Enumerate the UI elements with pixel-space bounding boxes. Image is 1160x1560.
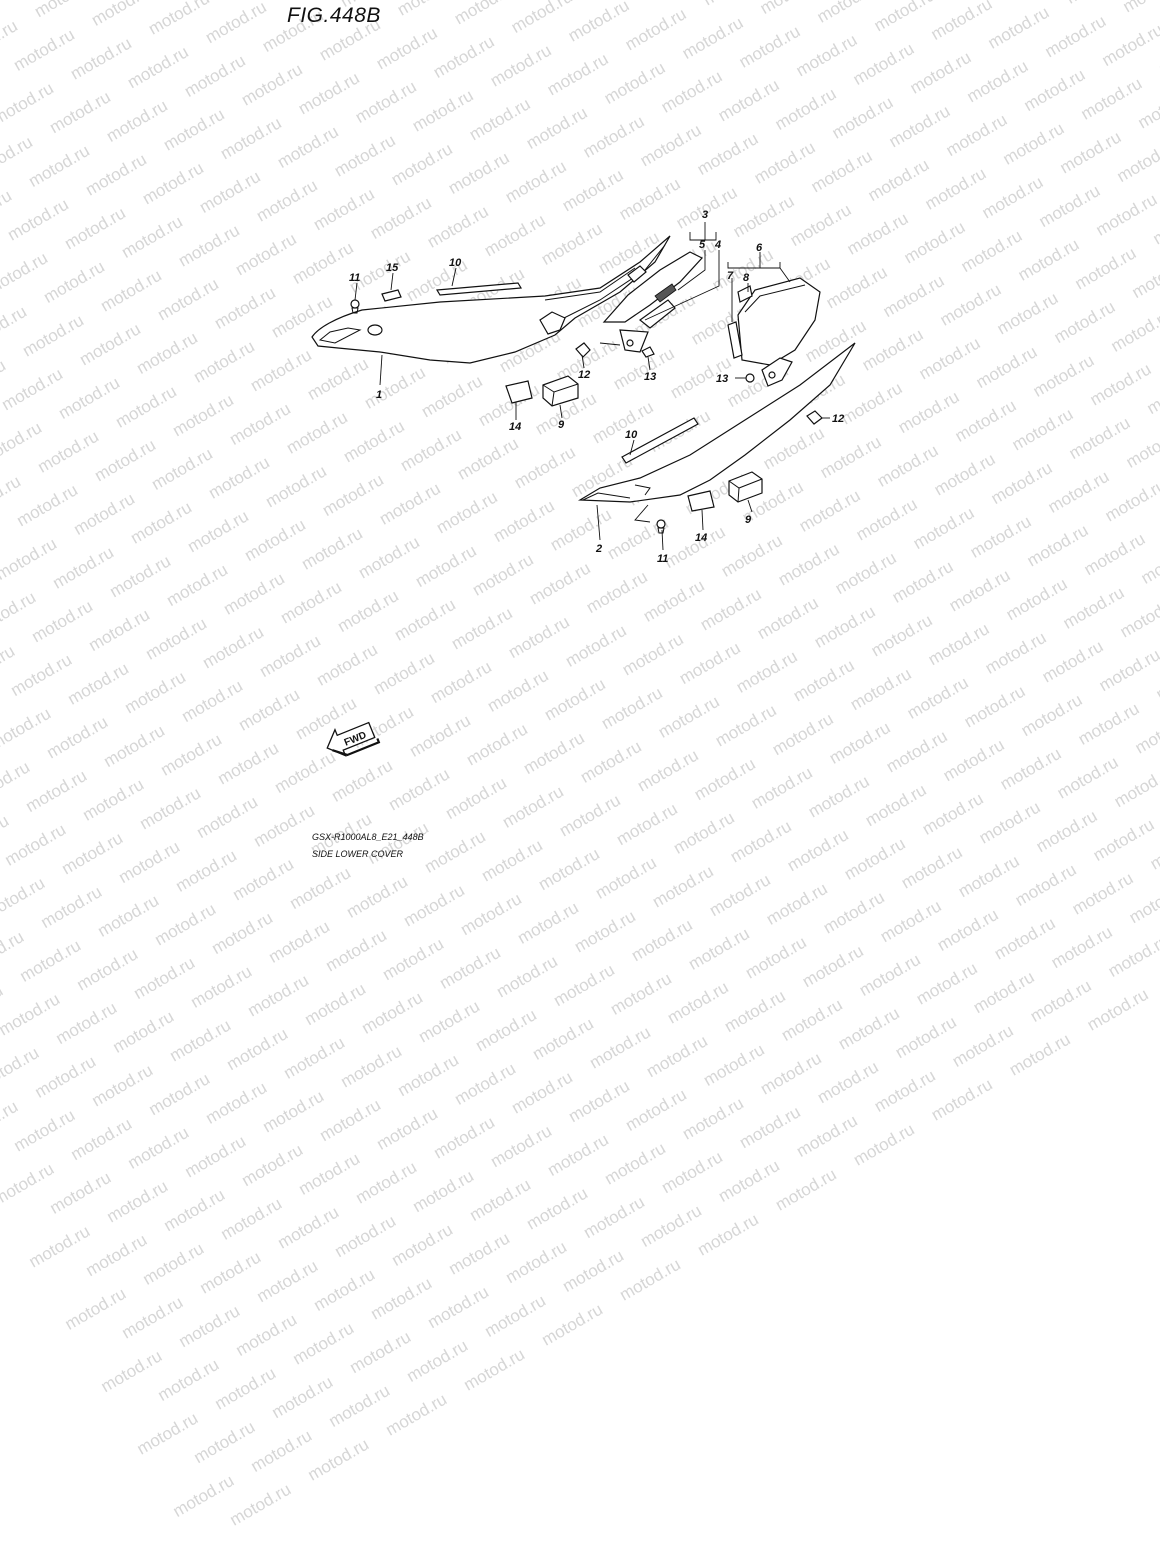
callout-7: 7 [727, 270, 734, 282]
callout-2: 2 [595, 543, 602, 555]
callout-11-upper: 11 [349, 272, 360, 284]
bracket-assembly-3 [602, 251, 703, 353]
screw-11-lower [656, 519, 666, 534]
callout-3: 3 [702, 209, 708, 221]
callout-14-upper: 14 [509, 421, 521, 433]
parts-drawing: 11 15 10 1 12 14 9 13 3 5 4 6 7 8 13 12 … [311, 209, 856, 757]
nut-12-upper [575, 342, 591, 358]
callout-1: 1 [376, 389, 382, 401]
trim-strip-lower [621, 417, 699, 464]
block-9-lower [728, 471, 763, 503]
trim-strip-upper [435, 282, 523, 296]
cushion-15 [381, 289, 402, 302]
bolt-13-upper [641, 346, 655, 358]
callout-13-upper: 13 [644, 371, 656, 383]
callout-10-lower: 10 [625, 429, 638, 441]
callout-13-lower: 13 [716, 373, 728, 385]
cover-assembly-6 [727, 277, 821, 387]
callout-6: 6 [756, 242, 763, 254]
footer-figure-name: SIDE LOWER COVER [312, 849, 404, 859]
callout-11-lower: 11 [657, 553, 668, 565]
callout-10-upper: 10 [449, 257, 462, 269]
callout-15: 15 [386, 262, 399, 274]
block-9-upper [542, 375, 579, 407]
pad-14-upper [505, 380, 533, 404]
callout-12-upper: 12 [578, 369, 590, 381]
callout-14-lower: 14 [695, 532, 707, 544]
callout-12-lower: 12 [832, 413, 844, 425]
screw-11-upper [350, 299, 360, 314]
footer-model-code: GSX-R1000AL8_E21_448B [312, 832, 424, 842]
figure-title: FIG.448B [287, 4, 381, 27]
callout-9-lower: 9 [745, 514, 752, 526]
bolt-13-lower [745, 373, 755, 383]
callout-4: 4 [714, 239, 721, 251]
callout-labels: 11 15 10 1 12 14 9 13 3 5 4 6 7 8 13 12 … [349, 209, 844, 565]
forward-arrow: FWD [326, 721, 381, 757]
pad-14-lower [687, 490, 715, 512]
callout-5: 5 [699, 239, 706, 251]
leader-lines [354, 222, 830, 551]
callout-9-upper: 9 [558, 419, 565, 431]
callout-8: 8 [743, 272, 750, 284]
side-lower-cover-left [311, 235, 671, 364]
nut-12-lower [806, 410, 823, 425]
side-lower-cover-right [577, 342, 856, 503]
